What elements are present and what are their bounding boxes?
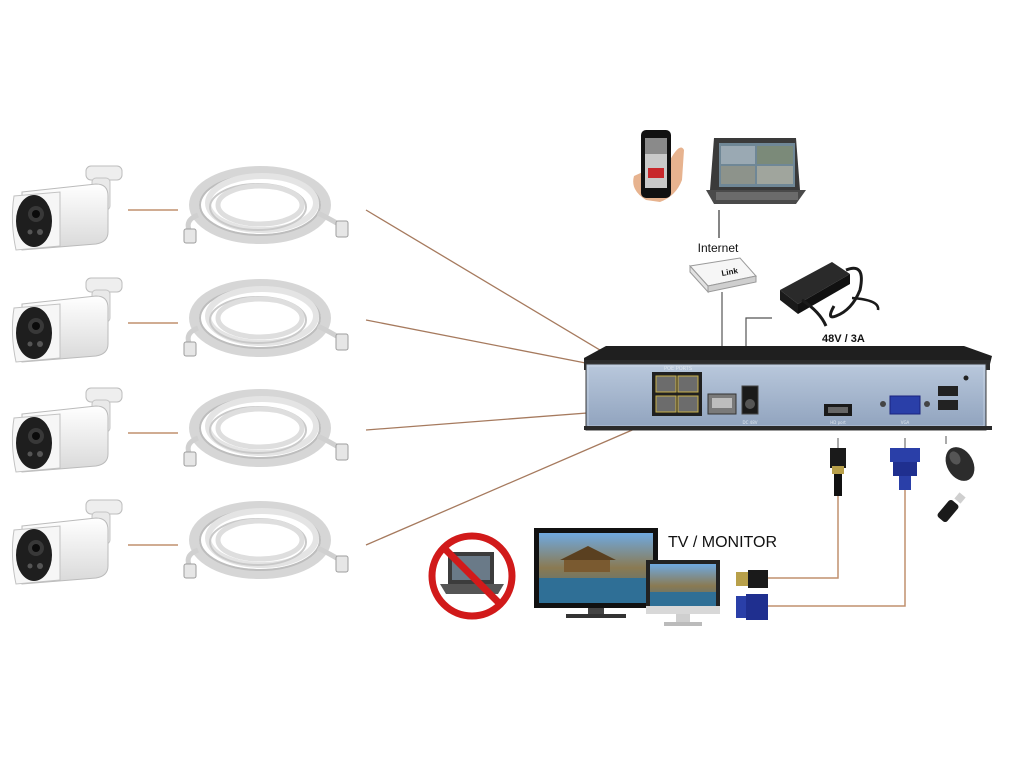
camera-icon: [11, 277, 123, 363]
usb-stick-icon: [937, 492, 966, 523]
nvr-icon: POE PORTS DC 48V HD port VGA: [584, 346, 992, 431]
cable-icon: [184, 284, 348, 356]
camera-icon: [11, 387, 123, 473]
dc-label: DC 48V: [743, 420, 758, 425]
camera-icon: [11, 499, 123, 585]
camera-cable-connectors: [128, 209, 178, 546]
tv-icon: [534, 528, 658, 618]
poe-ports: POE PORTS: [652, 366, 702, 416]
camera-icon: [11, 165, 123, 251]
hdmi-plug-icon: [736, 570, 768, 588]
no-laptop-icon: [428, 532, 516, 620]
monitor-icon: [646, 560, 720, 626]
vga-plug-icon: [890, 448, 920, 490]
mouse-icon: [945, 447, 975, 481]
cable-icon: [184, 394, 348, 466]
power-rating-label: 48V / 3A: [822, 333, 865, 345]
internet-label: Internet: [698, 241, 739, 255]
vga-plug-icon: [736, 594, 768, 620]
laptop-icon: [706, 138, 806, 204]
hd-port-label: HD port: [830, 420, 846, 425]
poe-ports-label: POE PORTS: [664, 366, 692, 372]
router-brand-label: Link: [721, 266, 739, 278]
cable-icon: [184, 506, 348, 578]
phone-icon: [633, 130, 684, 202]
hdmi-plug-icon: [830, 448, 846, 496]
vga-label: VGA: [901, 420, 910, 425]
tv-monitor-label: TV / MONITOR: [668, 534, 777, 551]
router-icon: Link: [689, 257, 757, 294]
power-adapter-icon: [780, 262, 880, 327]
cable-icon: [184, 171, 348, 243]
